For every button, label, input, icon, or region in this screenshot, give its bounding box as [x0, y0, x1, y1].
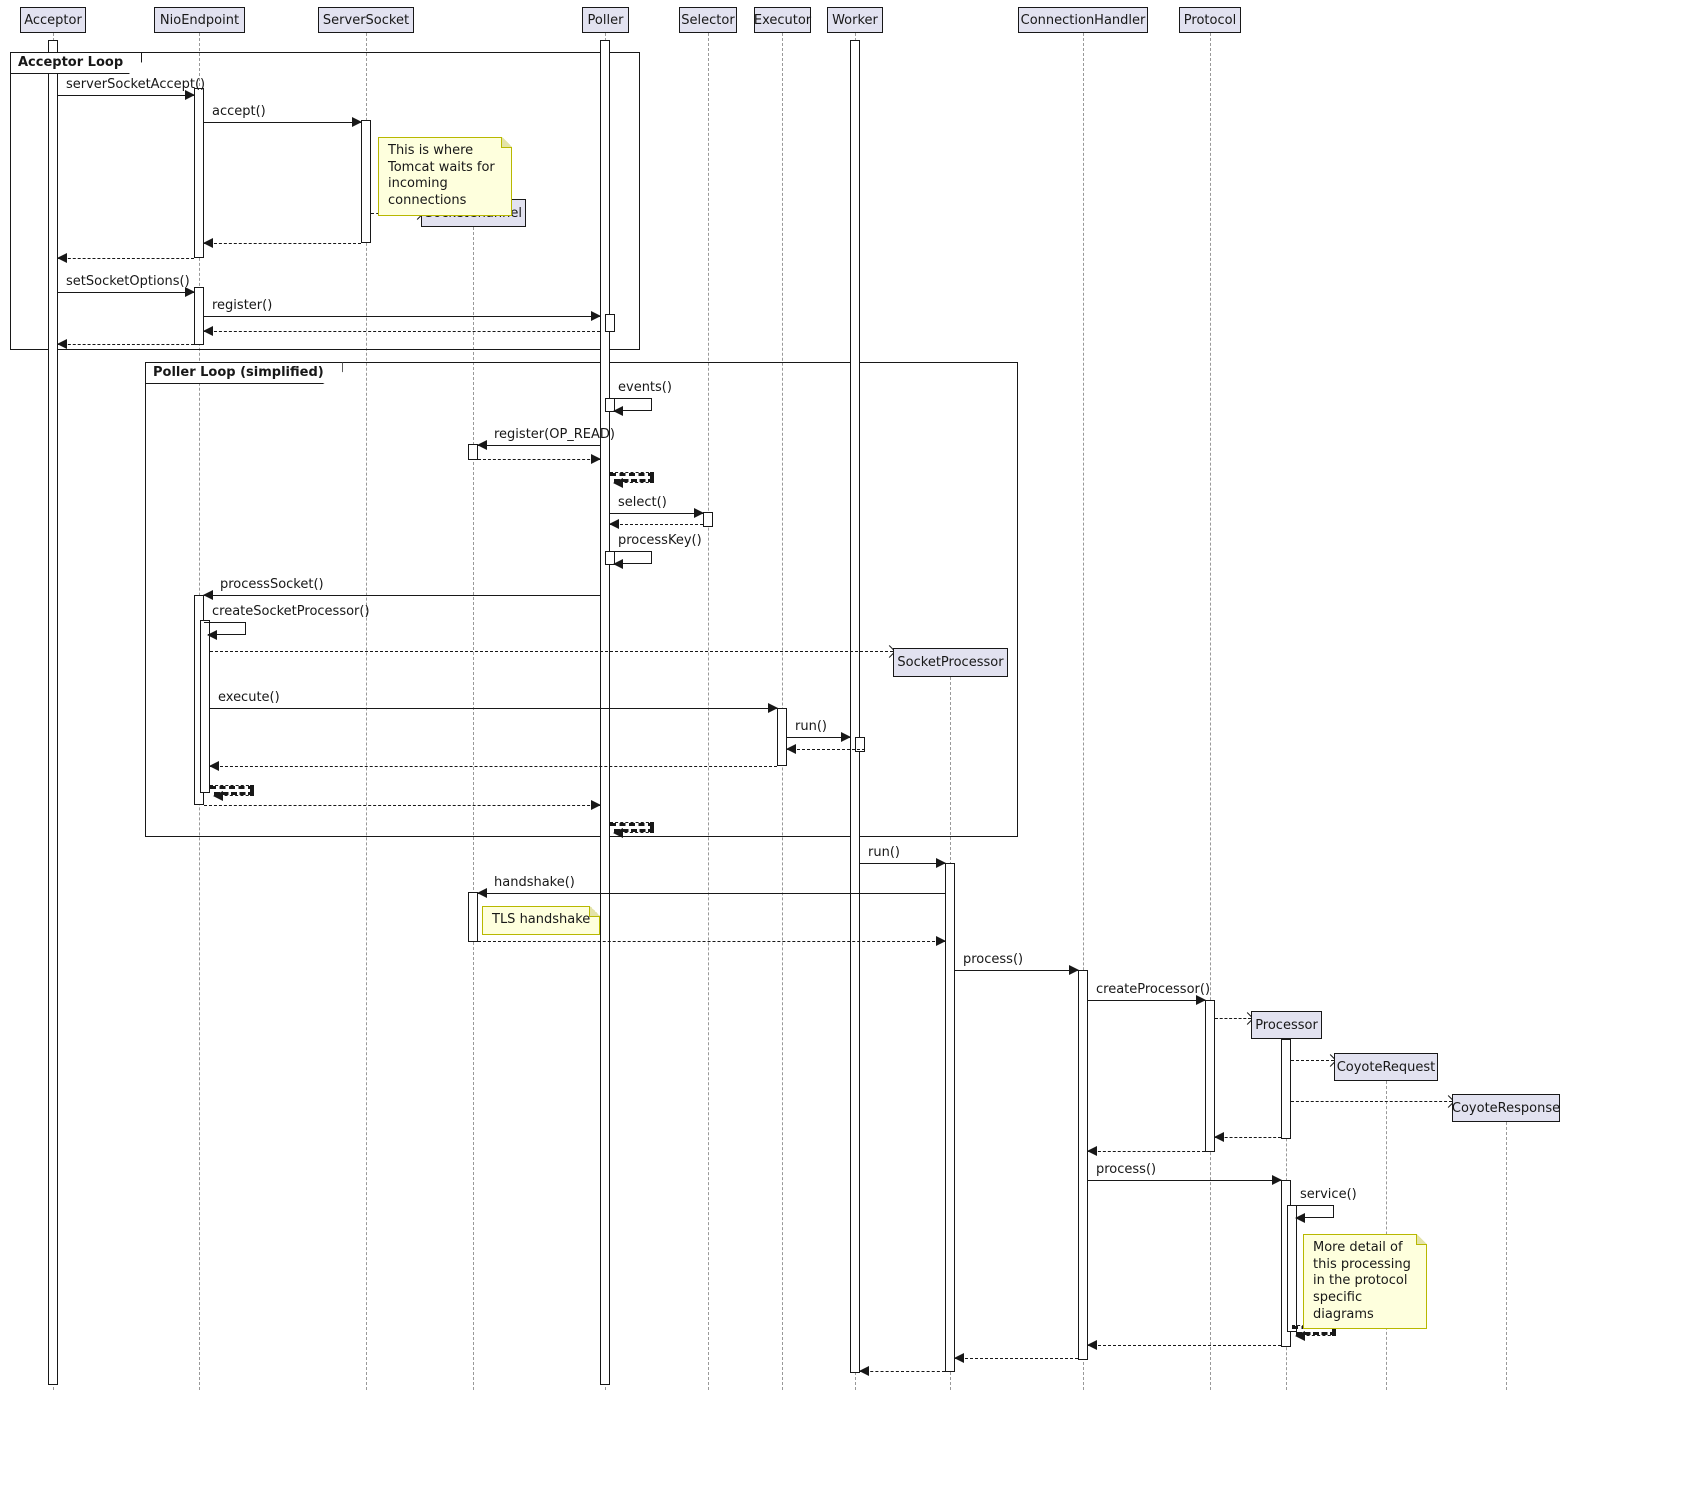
- message-label: run(): [795, 719, 827, 734]
- activation-nioendpoint-createsp: [200, 620, 210, 793]
- activation-protocol: [1205, 1000, 1215, 1152]
- activation-nioendpoint-accept: [194, 88, 204, 258]
- participant-selector: Selector: [679, 7, 737, 33]
- self-return-arrow: [610, 822, 654, 838]
- message-label: register(): [212, 298, 273, 313]
- activation-socketchannel-handshake: [468, 892, 478, 942]
- activation-poller-register: [605, 314, 615, 332]
- activation-poller-main: [600, 40, 610, 1385]
- frame-poller-loop-label: Poller Loop (simplified): [145, 362, 343, 384]
- frame-acceptor-loop: [10, 52, 640, 350]
- activation-connectionhandler: [1078, 970, 1088, 1360]
- self-message-service: service(): [1292, 1187, 1357, 1223]
- message-label: events(): [618, 380, 672, 395]
- lifeline-coyoteresponse: [1506, 1122, 1507, 1390]
- lifeline-connectionhandler: [1083, 33, 1084, 1390]
- message-label: register(OP_READ): [494, 427, 615, 442]
- participant-protocol: Protocol: [1179, 7, 1241, 33]
- note-fold-icon: [589, 906, 601, 917]
- activation-processor-service: [1287, 1205, 1297, 1332]
- self-message-createsocketprocessor: createSocketProcessor(): [204, 604, 370, 640]
- participant-nioendpoint: NioEndpoint: [154, 7, 245, 33]
- message-label: execute(): [218, 690, 280, 705]
- message-label: service(): [1300, 1187, 1357, 1202]
- participant-poller: Poller: [582, 7, 629, 33]
- activation-socketprocessor: [945, 863, 955, 1372]
- message-label: createProcessor(): [1096, 982, 1211, 997]
- activation-nioendpoint-setopts: [194, 287, 204, 345]
- activation-worker-main: [850, 40, 860, 1373]
- activation-socketchannel-register: [468, 444, 478, 460]
- participant-socketprocessor: SocketProcessor: [893, 648, 1008, 677]
- lifeline-serversocket: [366, 33, 367, 1390]
- self-return-arrow: [210, 785, 254, 801]
- message-label: select(): [618, 495, 667, 510]
- participant-worker: Worker: [827, 7, 883, 33]
- message-label: run(): [868, 845, 900, 860]
- self-return-arrow: [610, 472, 654, 488]
- message-label: createSocketProcessor(): [212, 604, 370, 619]
- lifeline-selector: [708, 33, 709, 1390]
- participant-coyoterequest: CoyoteRequest: [1334, 1053, 1438, 1081]
- note-more-detail: More detail of this processing in the pr…: [1303, 1234, 1427, 1330]
- activation-processor-create: [1281, 1039, 1291, 1139]
- activation-serversocket: [361, 120, 371, 243]
- activation-acceptor-main: [48, 40, 58, 1385]
- participant-serversocket: ServerSocket: [318, 7, 414, 33]
- note-tls-handshake: TLS handshake: [482, 906, 601, 935]
- message-label: serverSocketAccept(): [66, 77, 206, 92]
- message-label: handshake(): [494, 875, 575, 890]
- self-message-events: events(): [610, 380, 672, 416]
- message-label: accept(): [212, 104, 266, 119]
- message-label: process(): [963, 952, 1024, 967]
- participant-executor: Executor: [754, 7, 811, 33]
- message-label: process(): [1096, 1162, 1157, 1177]
- message-label: processKey(): [618, 533, 702, 548]
- note-text: TLS handshake: [492, 912, 591, 927]
- message-label: setSocketOptions(): [66, 274, 190, 289]
- note-fold-icon: [501, 137, 512, 148]
- note-fold-icon: [1416, 1234, 1427, 1245]
- frame-poller-loop: [145, 362, 1018, 837]
- self-message-processkey: processKey(): [610, 533, 702, 569]
- participant-acceptor: Acceptor: [20, 7, 86, 33]
- lifeline-socketchannel: [473, 227, 474, 1390]
- note-text: This is where Tomcat waits for incoming …: [388, 143, 495, 208]
- message-label: processSocket(): [220, 577, 324, 592]
- activation-executor: [777, 708, 787, 766]
- participant-coyoteresponse: CoyoteResponse: [1452, 1094, 1560, 1122]
- lifeline-protocol: [1210, 33, 1211, 1390]
- participant-processor: Processor: [1251, 1011, 1322, 1039]
- note-tomcat-waits: This is where Tomcat waits for incoming …: [378, 137, 512, 216]
- note-text: More detail of this processing in the pr…: [1313, 1240, 1411, 1322]
- participant-connectionhandler: ConnectionHandler: [1018, 7, 1148, 33]
- frame-acceptor-loop-label: Acceptor Loop: [10, 52, 143, 74]
- activation-worker-run: [855, 737, 865, 752]
- activation-selector: [703, 512, 713, 527]
